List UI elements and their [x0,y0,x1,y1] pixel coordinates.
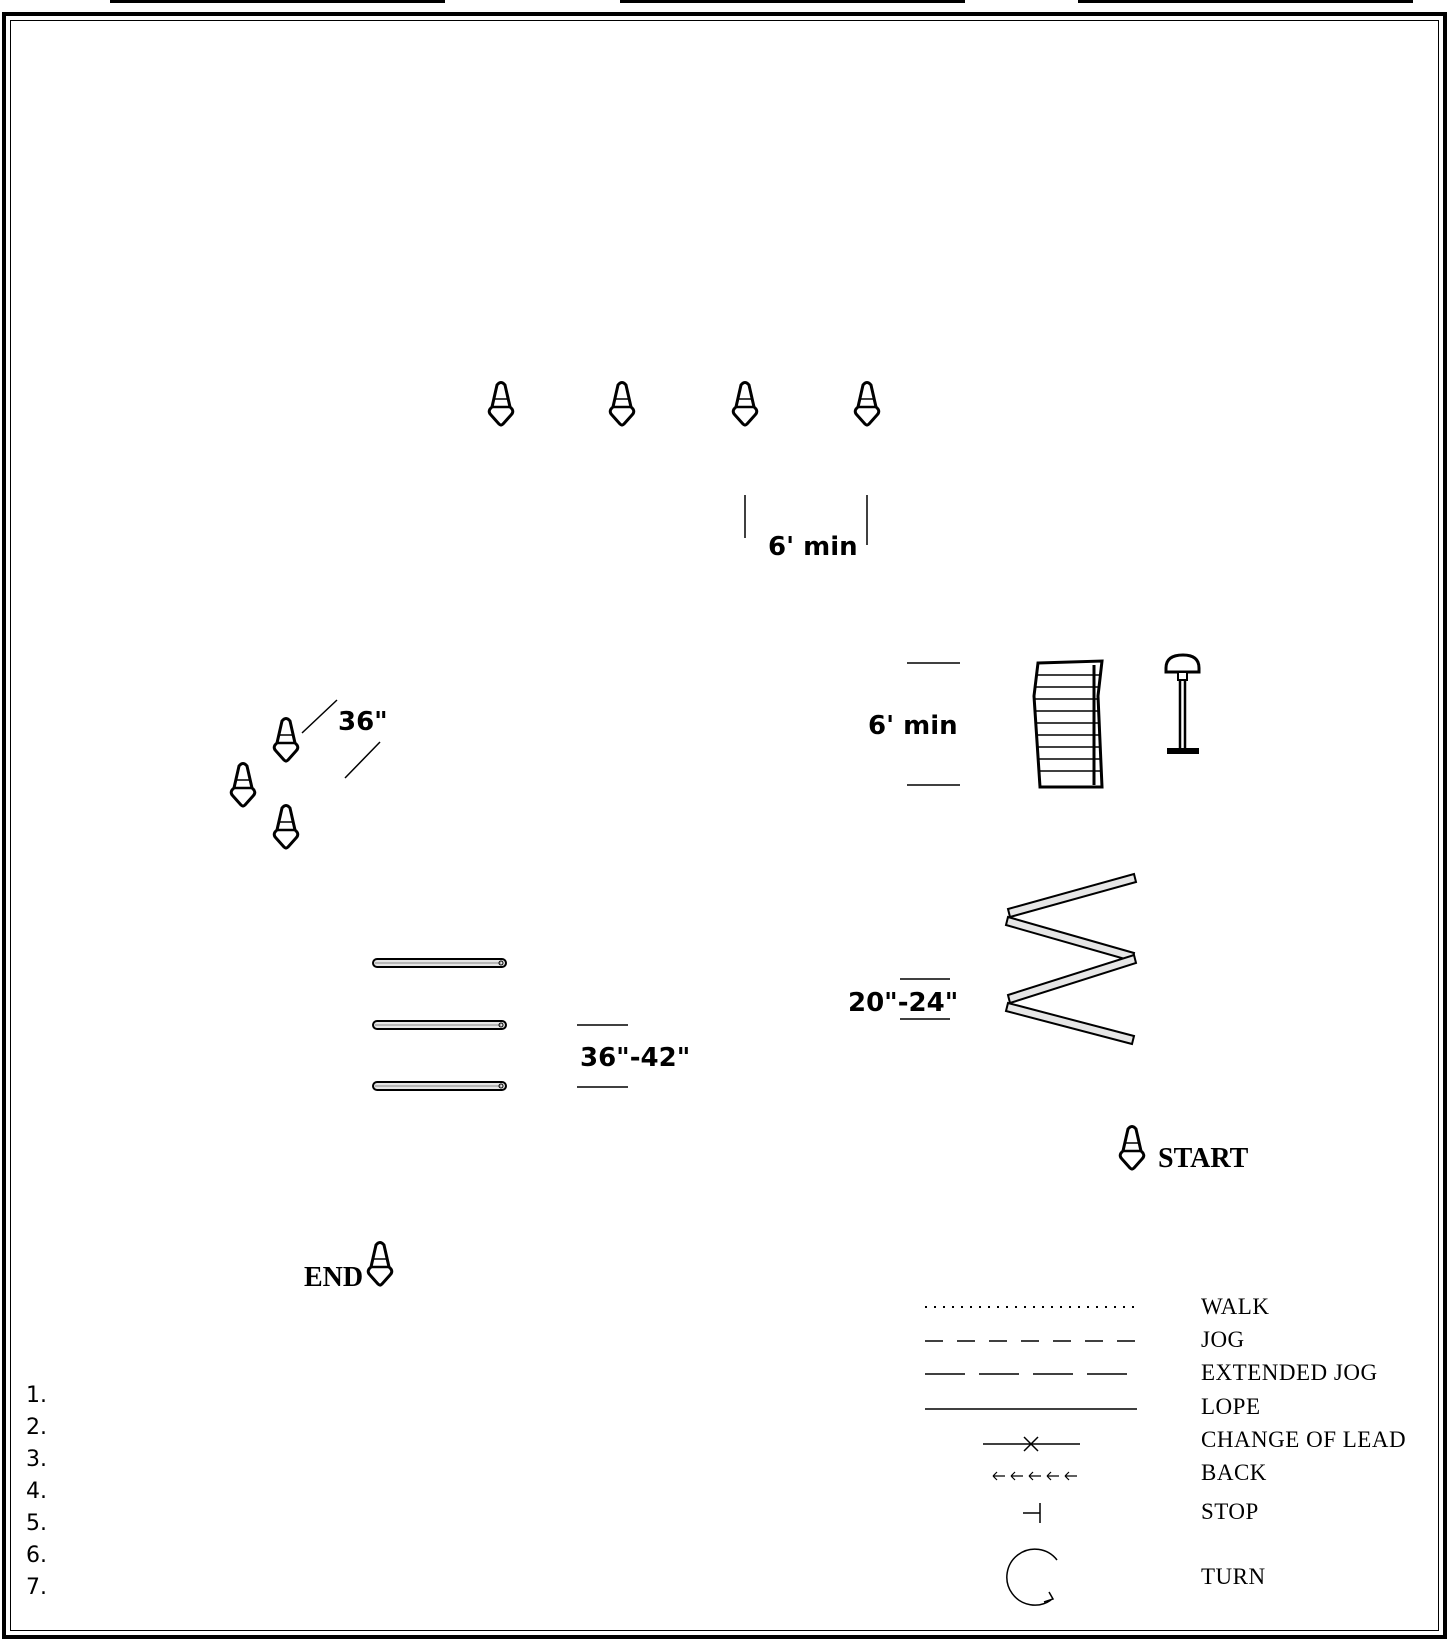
legend-label-turn: TURN [1201,1564,1266,1589]
dimension-tick [301,699,338,734]
dim-zigzag-label: 20"-24" [848,988,958,1018]
end-label: END [304,1262,363,1293]
dim-poles-label: 36"-42" [580,1043,690,1073]
step-item: 2. [26,1415,47,1440]
header-rule-right [1078,0,1413,3]
ground-pole [372,1081,507,1091]
cone-icon [229,762,257,808]
start-label: START [1158,1143,1249,1174]
page-border-outer [2,12,1447,1639]
dim-cones-top-label: 6' min [768,532,858,562]
dim-cone-triangle-label: 36" [338,707,388,737]
cone-icon [731,381,759,427]
change-of-lead-symbol [983,1436,1080,1452]
step-item: 7. [26,1575,47,1600]
zigzag-poles-icon [1004,872,1138,1046]
header-rule-middle [620,0,965,3]
legend-label-lope: LOPE [1201,1394,1261,1419]
step-item: 1. [26,1383,47,1408]
ground-pole [372,958,507,968]
legend-label-stop: STOP [1201,1499,1259,1524]
cone-icon [487,381,515,427]
page-border-inner [10,20,1439,1631]
cone-icon [853,381,881,427]
pattern-steps-list: 1. 2. 3. 4. 5. 6. 7. [26,1380,47,1604]
cone-icon [272,804,300,850]
header-rule-left [110,0,445,3]
cone-icon [272,717,300,763]
mailbox-icon [1164,653,1201,754]
legend-label-extended-jog: EXTENDED JOG [1201,1360,1378,1385]
legend-label-change-of-lead: CHANGE OF LEAD [1201,1427,1406,1452]
start-cone-icon [1118,1125,1146,1171]
turn-circle-icon [1006,1548,1058,1606]
back-symbol [992,1471,1077,1481]
stop-symbol [1023,1503,1041,1523]
dim-gate-label: 6' min [868,711,958,741]
legend-label-jog: JOG [1201,1327,1245,1352]
step-item: 3. [26,1447,47,1472]
cone-icon [608,381,636,427]
ground-pole [372,1020,507,1030]
step-item: 5. [26,1511,47,1536]
legend-label-back: BACK [1201,1460,1267,1485]
legend [925,1306,1137,1606]
dimension-tick [344,741,381,779]
gate-icon [1032,659,1104,789]
step-item: 4. [26,1479,47,1504]
step-item: 6. [26,1543,47,1568]
end-cone-icon [366,1241,394,1287]
legend-label-walk: WALK [1201,1294,1269,1319]
